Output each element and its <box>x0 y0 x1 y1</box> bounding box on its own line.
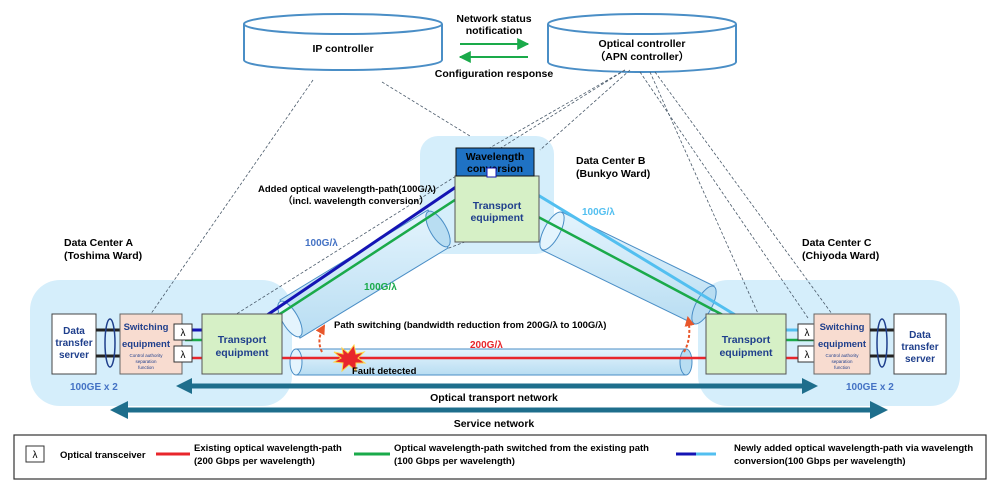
path-switching-label: Path switching (bandwidth reduction from… <box>334 320 606 331</box>
control-c-label-3: function <box>834 365 850 370</box>
ge-ring-c <box>876 318 888 368</box>
added-path-label-2: （incl. wavelength conversion） <box>283 195 429 207</box>
legend-new-label-1: Newly added optical wavelength-path via … <box>734 443 973 454</box>
server-a-label-2: transfer <box>55 338 92 349</box>
pipe-left <box>277 209 451 339</box>
control-a-label-2: separation <box>135 359 157 364</box>
service-network-label: Service network <box>454 418 535 430</box>
transceiver-a-2 <box>173 345 193 363</box>
fault-detected-label: Fault detected <box>352 366 417 377</box>
switching-equipment-a <box>119 313 183 375</box>
optical-network-label: Optical transport network <box>430 392 558 404</box>
legend-existing-label-2: (200 Gbps per wavelength) <box>194 456 315 467</box>
optical-controller-label: Optical controller <box>599 38 686 50</box>
transport-equipment-c <box>705 313 787 375</box>
rate-right-label: 100G/λ <box>582 207 615 218</box>
ip-controller: IP controller <box>243 13 443 71</box>
transceiver-c-2-label: λ <box>805 350 810 361</box>
rate-left-label: 100G/λ <box>305 238 338 249</box>
transport-b-label-2: equipment <box>470 212 524 224</box>
transport-a-label-2: equipment <box>215 347 269 359</box>
transport-equipment-a <box>201 313 283 375</box>
server-c-label-1: Data <box>909 330 931 341</box>
legend-transceiver-icon <box>25 445 45 463</box>
data-server-a <box>51 313 97 375</box>
datacenter-b-subtitle: (Bunkyo Ward) <box>576 168 650 180</box>
control-a-label-1: Control authority <box>129 353 163 358</box>
rate-green-label: 100G/λ <box>364 282 397 293</box>
transport-c-label-1: Transport <box>722 334 771 346</box>
switching-a-label-2: equipment <box>122 339 171 350</box>
transceiver-a-1-label: λ <box>181 328 186 339</box>
server-c-label-3: server <box>905 354 935 365</box>
control-c-label-1: Control authority <box>825 353 859 358</box>
switching-c-label-2: equipment <box>818 339 867 350</box>
datacenter-a-title: Data Center A <box>64 237 133 249</box>
data-server-c <box>893 313 947 375</box>
datacenter-a-subtitle: (Toshima Ward) <box>64 250 142 262</box>
legend-new-label-2: conversion(100 Gbps per wavelength) <box>734 456 906 467</box>
legend-switched-label-2: (100 Gbps per wavelength) <box>394 456 515 467</box>
transceiver-a-2-label: λ <box>181 350 186 361</box>
transport-c-label-2: equipment <box>719 347 773 359</box>
switching-c-label-1: Switching <box>820 322 865 333</box>
added-path-label-1: Added optical wavelength-path(100G/λ) <box>258 184 436 195</box>
config-response-label: Configuration response <box>435 68 554 80</box>
ge-ring-a <box>104 318 116 368</box>
ge-left-label: 100GE x 2 <box>70 382 118 393</box>
switch-arrow-left <box>315 324 325 353</box>
ge-right-label: 100GE x 2 <box>846 382 894 393</box>
server-a-label-1: Data <box>63 326 85 337</box>
server-c-label-2: transfer <box>901 342 938 353</box>
transport-a-label-1: Transport <box>218 334 267 346</box>
datacenter-c-subtitle: (Chiyoda Ward) <box>802 250 879 262</box>
status-notification-label-1: Network status <box>456 13 531 25</box>
legend: λ Optical transceiver Existing optical w… <box>13 434 987 480</box>
legend-switched-label-1: Optical wavelength-path switched from th… <box>394 443 649 454</box>
optical-network-arrow <box>176 378 818 394</box>
optical-controller-sublabel: （APN controller） <box>595 50 690 63</box>
pipe-right <box>539 211 717 325</box>
transceiver-a-1 <box>173 323 193 341</box>
datacenter-c-title: Data Center C <box>802 237 872 249</box>
fault-icon <box>332 343 367 373</box>
server-a-label-3: server <box>59 350 89 361</box>
control-a-label-3: function <box>138 365 154 370</box>
wavelength-label-1: Wavelength <box>466 151 525 163</box>
rate-200-label: 200G/λ <box>470 340 503 351</box>
datacenter-b-title: Data Center B <box>576 155 646 167</box>
ip-controller-label: IP controller <box>312 43 373 55</box>
switch-arrow-right <box>683 316 695 353</box>
status-notification-label-2: notification <box>466 25 523 37</box>
switching-a-label-1: Switching <box>124 322 169 333</box>
optical-controller: Optical controller （APN controller） <box>547 13 737 73</box>
legend-transceiver-label: Optical transceiver <box>60 450 146 461</box>
transceiver-c-1-label: λ <box>805 328 810 339</box>
transport-b-label-1: Transport <box>473 200 522 212</box>
legend-transceiver-glyph: λ <box>33 450 38 461</box>
service-network-arrow <box>110 401 888 419</box>
switching-equipment-c <box>813 313 871 375</box>
legend-existing-label-1: Existing optical wavelength-path <box>194 443 342 454</box>
conversion-port <box>486 167 497 178</box>
control-c-label-2: separation <box>831 359 853 364</box>
transport-equipment-b <box>454 175 540 243</box>
